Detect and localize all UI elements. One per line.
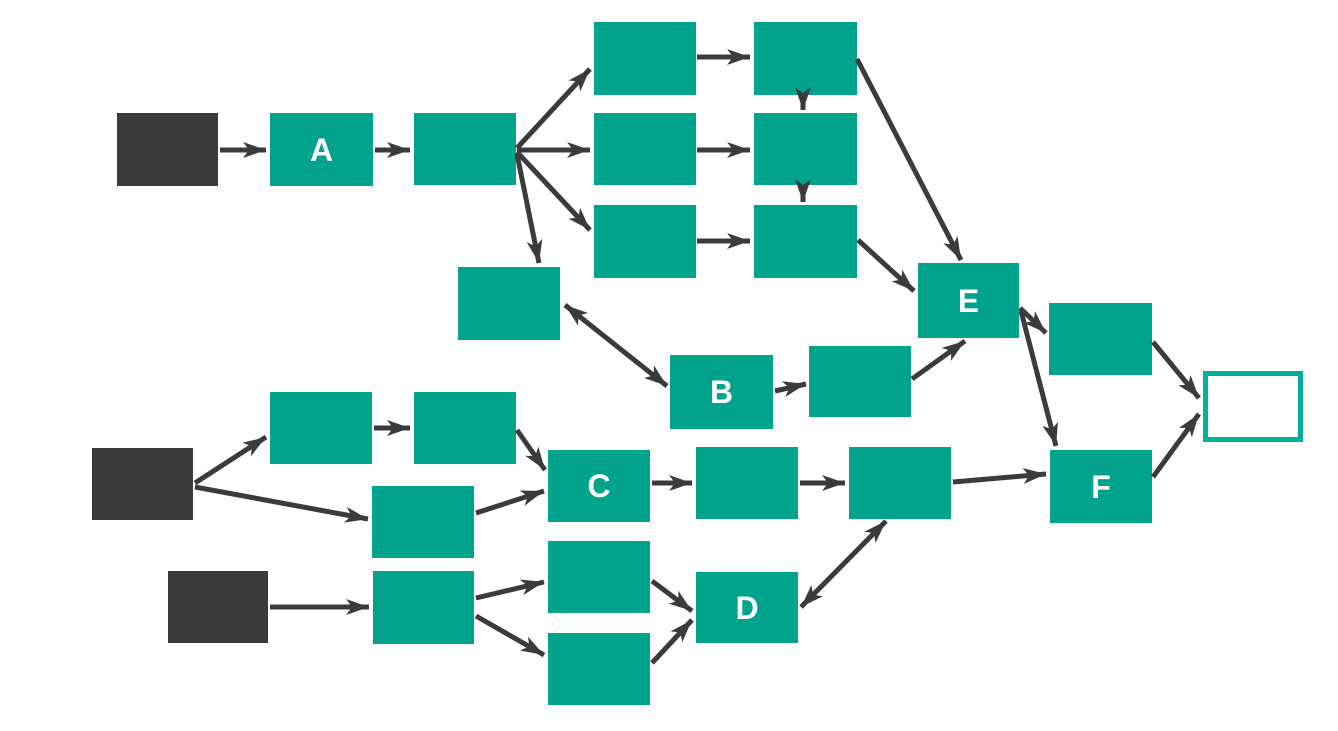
node-label-d: D <box>735 589 759 626</box>
edge-drop-b-bidirectional-arrow <box>563 303 669 388</box>
node-post-b[interactable] <box>809 346 911 417</box>
edge-e-post-e-arrow <box>1018 306 1048 335</box>
node-c[interactable]: C <box>548 450 650 522</box>
edge-mid-low-c-arrow <box>475 488 545 516</box>
node-a[interactable]: A <box>270 113 373 186</box>
node-top-1a[interactable] <box>594 22 696 95</box>
node-f[interactable]: F <box>1050 450 1152 523</box>
node-top-3a[interactable] <box>594 205 696 278</box>
edge-d-lower-d-arrow <box>650 618 694 665</box>
edge-start-2-mid-1a-arrow <box>193 434 268 486</box>
node-label-f: F <box>1091 468 1111 505</box>
node-mid-1b[interactable] <box>414 392 516 464</box>
edge-hub-top-1a-arrow <box>515 67 592 150</box>
node-mid-low[interactable] <box>372 486 474 558</box>
node-label-b: B <box>709 374 734 410</box>
edge-mid-1b-c-arrow <box>514 428 548 472</box>
node-top-2b[interactable] <box>754 113 857 185</box>
node-end[interactable] <box>1203 371 1303 442</box>
edge-post-e-end-arrow <box>1151 340 1201 400</box>
node-e[interactable]: E <box>918 263 1019 338</box>
node-b[interactable]: B <box>670 355 773 429</box>
node-d-upper[interactable] <box>548 541 650 613</box>
node-start-3[interactable] <box>168 571 268 643</box>
edge-top-3b-e-arrow <box>856 238 916 293</box>
node-top-3b[interactable] <box>754 205 857 278</box>
node-start-2[interactable] <box>92 448 193 520</box>
edge-post-b-e-arrow <box>910 338 967 382</box>
edge-hub-top-3a-arrow <box>515 150 592 232</box>
node-label-c: C <box>587 468 611 504</box>
edge-post-c2-f-arrow <box>952 468 1047 485</box>
edge-b-post-b-arrow <box>774 381 807 397</box>
node-drop[interactable] <box>458 267 560 340</box>
edge-top-1b-e-arrow <box>854 57 964 262</box>
node-post-c1[interactable] <box>696 447 798 519</box>
edge-f-end-arrow <box>1150 412 1202 479</box>
node-start-1[interactable] <box>117 113 218 186</box>
node-label-a: A <box>309 131 334 168</box>
edge-start-2-mid-low-arrow <box>194 484 369 523</box>
edge-hub-drop-arrow <box>514 153 543 264</box>
node-hub[interactable] <box>414 113 516 185</box>
node-top-2a[interactable] <box>594 113 696 185</box>
edge-d-upper-d-arrow <box>650 579 694 613</box>
node-top-1b[interactable] <box>754 22 857 95</box>
node-d-lower[interactable] <box>548 633 650 705</box>
edge-pre-d-d-lower-arrow <box>474 613 546 658</box>
node-d[interactable]: D <box>696 572 798 643</box>
node-mid-1a[interactable] <box>270 392 372 464</box>
node-post-c2[interactable] <box>849 447 951 519</box>
node-post-e[interactable] <box>1049 303 1152 375</box>
node-pre-d[interactable] <box>373 571 474 644</box>
edge-pre-d-d-upper-arrow <box>475 579 545 601</box>
edge-post-c2-d-bidirectional-arrow <box>799 519 888 609</box>
node-label-e: E <box>957 282 980 319</box>
